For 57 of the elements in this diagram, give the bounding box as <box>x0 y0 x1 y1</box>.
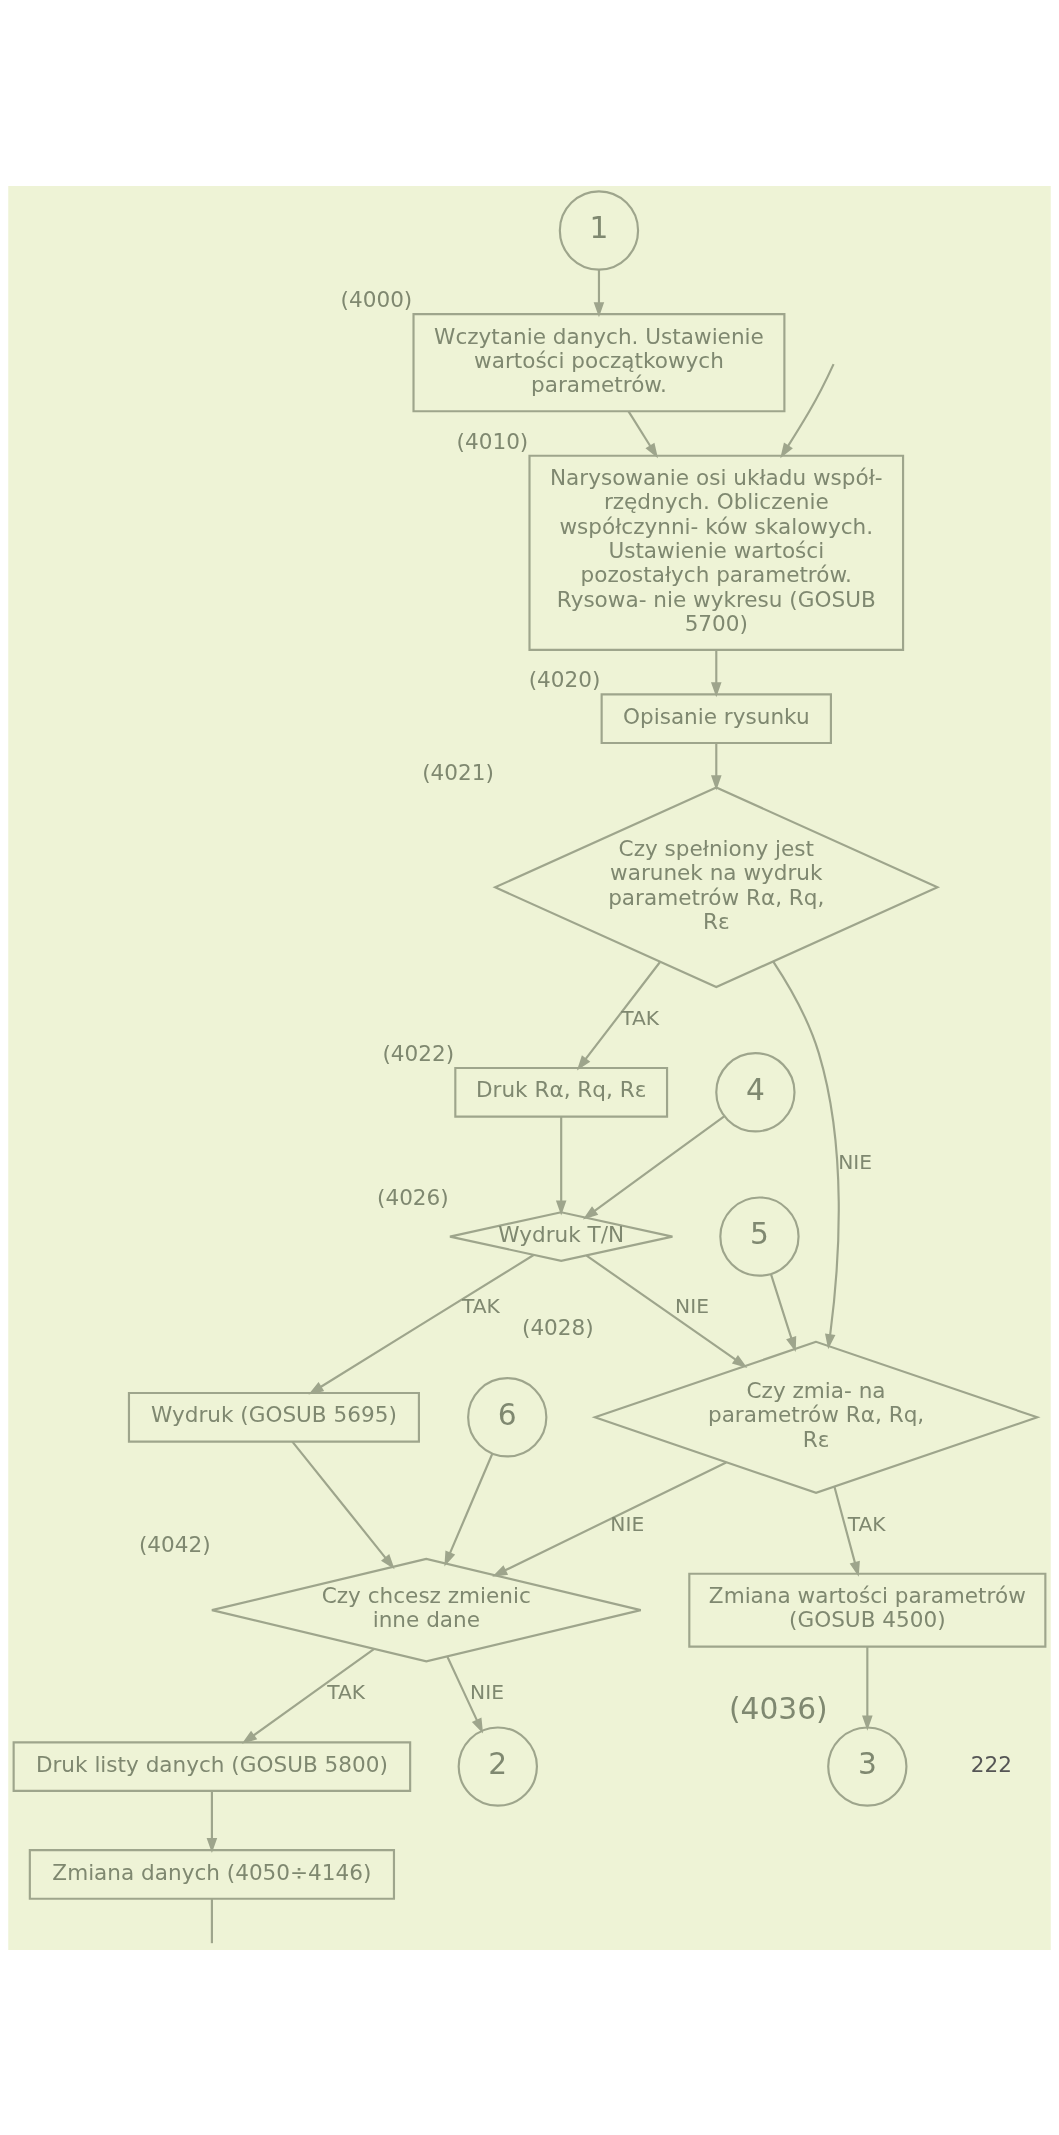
arrow <box>862 1646 873 1731</box>
node-box: Zmiana wartości parametrów (GOSUB 4500) <box>688 1572 1047 1648</box>
node-box: Zmiana danych (4050÷4146) <box>28 1848 396 1900</box>
node-circle: 1 <box>558 189 640 271</box>
arrow <box>770 1273 797 1352</box>
edge-label: TAK <box>327 1679 366 1704</box>
node-label: (4026) <box>377 1184 449 1210</box>
node-box: Wczytanie danych. Ustawienie wartości początkowych parametrów. <box>412 312 786 412</box>
arrow <box>576 961 661 1070</box>
node-circle: 2 <box>457 1725 538 1807</box>
arrow <box>241 1647 375 1744</box>
node-diamond: Czy chcesz zmienic inne dane <box>210 1557 642 1662</box>
label: 222 <box>970 1751 1012 1777</box>
arrow <box>308 1253 535 1395</box>
arrow <box>772 960 840 1349</box>
arrow <box>593 269 605 317</box>
arrow <box>492 1461 727 1577</box>
arrow <box>585 1254 748 1368</box>
node-box: Wydruk (GOSUB 5695) <box>127 1391 420 1443</box>
edge-label: NIE <box>610 1511 645 1536</box>
node-label: (4010) <box>456 428 529 454</box>
node-label: (4042) <box>138 1531 211 1557</box>
node-circle: 5 <box>719 1195 800 1277</box>
arrow <box>444 1452 494 1566</box>
arrow <box>711 649 722 697</box>
node-box: Druk Rα, Rq, Rε <box>454 1066 669 1118</box>
node-box: Opisanie rysunku <box>600 692 832 744</box>
arrow <box>711 742 722 790</box>
arrow <box>555 1116 567 1216</box>
node-diamond: Wydruk T/N <box>448 1210 674 1262</box>
arrow <box>582 1115 725 1219</box>
node-label: (4021) <box>422 759 494 785</box>
node-diamond: Czy zmia- na parametrów Rα, Rq, Rε <box>591 1340 1041 1494</box>
arrow <box>833 1485 860 1577</box>
arrow <box>627 410 658 458</box>
arrow <box>780 363 835 458</box>
edge-label: NIE <box>838 1149 873 1174</box>
node-circle: 3 <box>827 1725 908 1807</box>
node-circle: 4 <box>715 1051 796 1132</box>
edge-label: TAK <box>621 1005 660 1030</box>
node-circle: 6 <box>467 1376 548 1457</box>
edge-label: NIE <box>675 1293 709 1318</box>
node-label: (4028) <box>521 1314 594 1340</box>
node-box: Druk listy danych (GOSUB 5800) <box>12 1740 412 1792</box>
edge-label: TAK <box>847 1511 886 1536</box>
node-label: (4022) <box>382 1040 455 1066</box>
connector <box>210 1898 213 1943</box>
arrow <box>206 1790 218 1853</box>
edge-label: NIE <box>470 1679 504 1704</box>
arrow <box>446 1655 484 1733</box>
edge-label: TAK <box>462 1293 500 1318</box>
node-diamond: Czy spełniony jest warunek na wydruk parametrów Rα, Rq, Rε <box>492 785 941 988</box>
node-label: (4036) <box>729 1690 828 1726</box>
node-label: (4020) <box>528 666 601 692</box>
arrow <box>291 1440 395 1569</box>
node-box: Narysowanie osi układu współ- rzędnych. Obliczenie współczynni- ków skalowych. Ustawienie wartości pozostałych parametrów. Rysowa- nie wykresu (GOSUB 5700) <box>528 454 905 651</box>
node-label: (4000) <box>340 286 413 312</box>
